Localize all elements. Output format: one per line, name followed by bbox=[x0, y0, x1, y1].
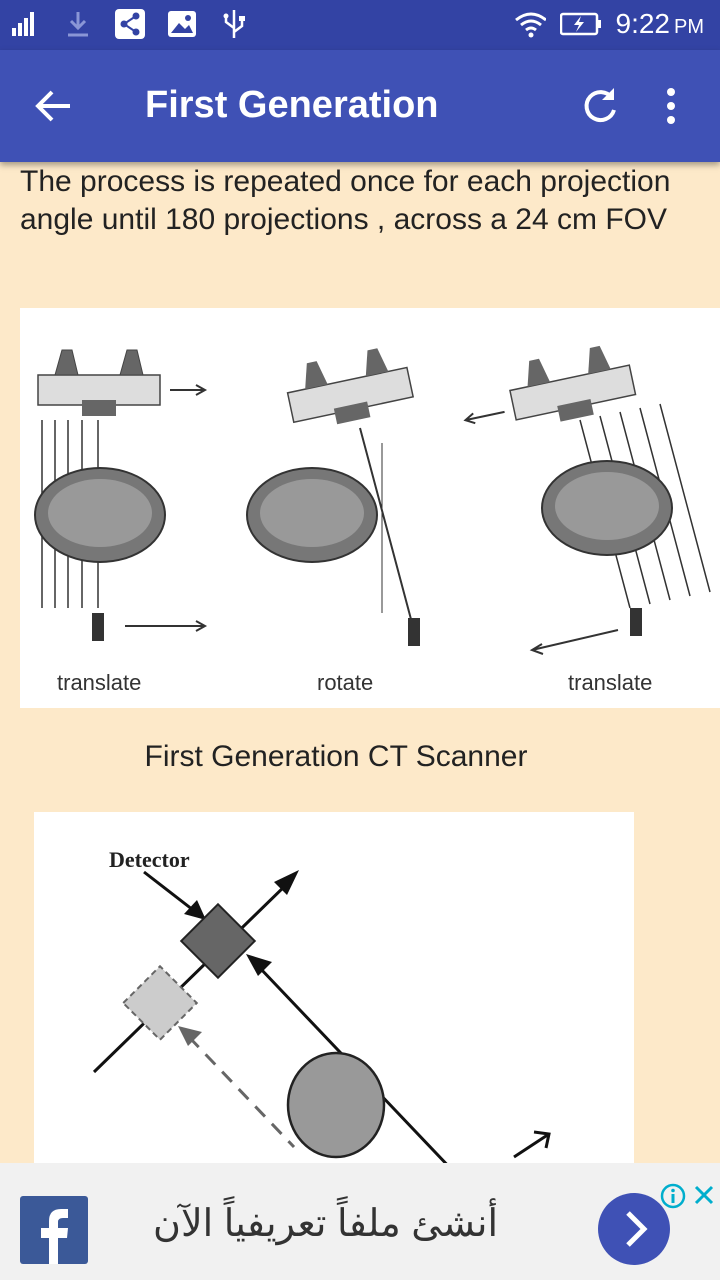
ad-banner[interactable]: أنشئ ملفاً تعريفياً الآن bbox=[0, 1163, 720, 1280]
label-rotate: rotate bbox=[317, 670, 374, 695]
ad-go-button[interactable] bbox=[598, 1193, 670, 1265]
image-icon bbox=[166, 8, 198, 40]
page-title: First Generation bbox=[145, 84, 439, 126]
wifi-icon bbox=[514, 8, 546, 40]
facebook-logo-icon bbox=[20, 1196, 88, 1264]
label-translate-1: translate bbox=[57, 670, 142, 695]
clock-ampm: PM bbox=[674, 16, 704, 38]
usb-icon bbox=[218, 8, 250, 40]
ct-diagram-illustration bbox=[34, 345, 711, 655]
detector-figure: Detector bbox=[34, 812, 634, 1212]
share-icon bbox=[114, 8, 146, 40]
signal-icon bbox=[10, 8, 42, 40]
toolbar: First Generation bbox=[0, 50, 720, 162]
body-paragraph: The process is repeated once for each pr… bbox=[20, 165, 671, 236]
detector-diagram-illustration: Detector bbox=[92, 847, 551, 1174]
label-translate-2: translate bbox=[568, 670, 653, 695]
ct-scanner-figure: translate rotate translate bbox=[20, 308, 720, 708]
back-arrow-icon[interactable] bbox=[32, 86, 80, 126]
download-icon bbox=[62, 8, 94, 40]
ad-close-icon[interactable] bbox=[692, 1183, 716, 1207]
figure-caption: First Generation CT Scanner bbox=[144, 740, 528, 773]
more-vert-icon[interactable] bbox=[656, 84, 686, 128]
refresh-icon[interactable] bbox=[578, 84, 622, 128]
ad-text: أنشئ ملفاً تعريفياً الآن bbox=[153, 1203, 498, 1245]
detector-label: Detector bbox=[109, 847, 190, 872]
battery-charging-icon bbox=[559, 8, 602, 40]
ad-info-icon[interactable] bbox=[660, 1183, 686, 1209]
clock-time: 9:22 bbox=[615, 8, 671, 39]
